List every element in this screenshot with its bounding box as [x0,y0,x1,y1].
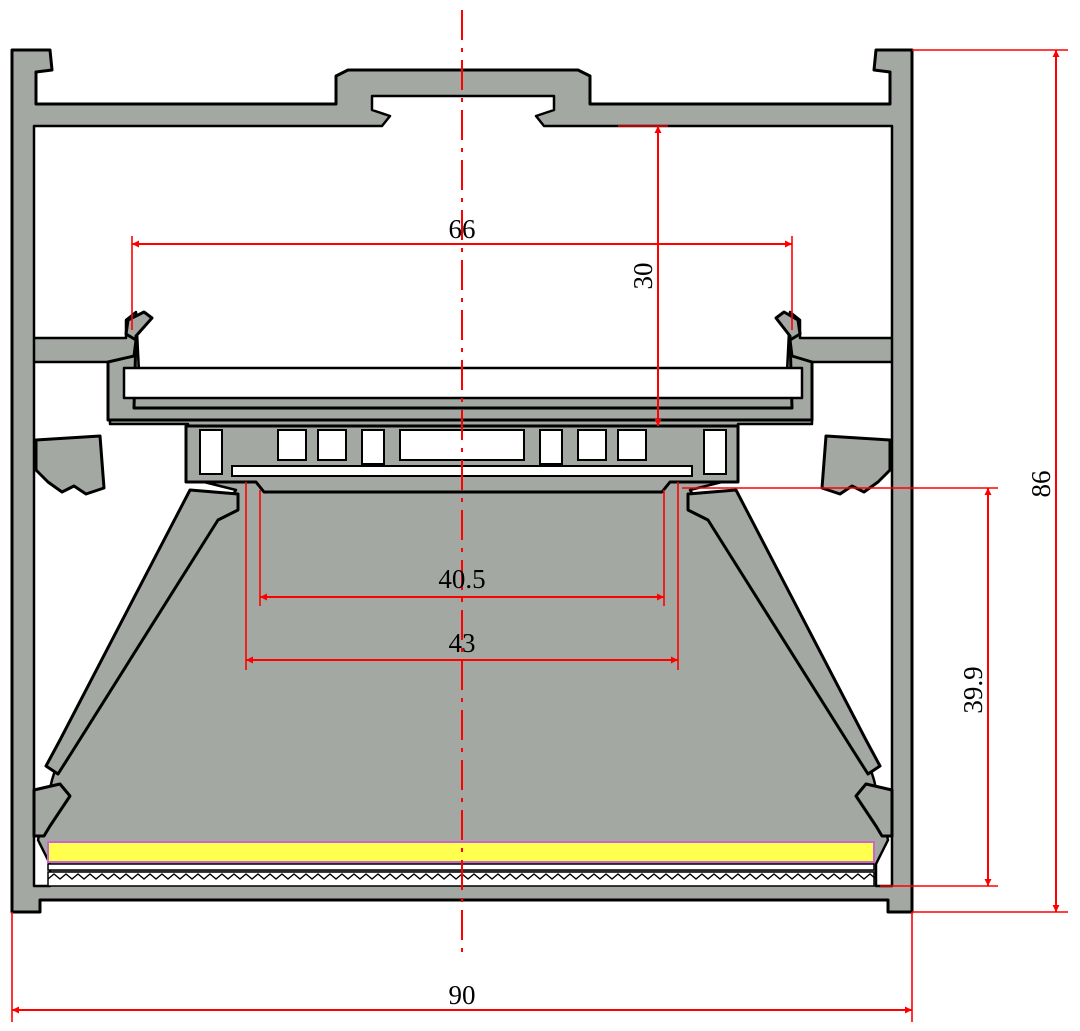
label-40-5: 40.5 [438,564,485,594]
dimension-lines [11,49,1068,1022]
screw-slot-1 [199,429,223,475]
fin-slot-4 [577,429,607,461]
fin-slot-5 [617,429,647,461]
left-clip [34,434,106,496]
screw-slot-2 [361,429,385,465]
label-90: 90 [449,980,476,1010]
fin-slot-1 [277,429,307,461]
fin-slot-2 [317,429,347,461]
label-39-9: 39.9 [958,666,988,713]
label-30: 30 [628,263,658,290]
led-strip [47,841,875,863]
right-clip [820,434,892,496]
left-arm [44,488,240,776]
right-arm [686,488,882,776]
label-43: 43 [449,628,476,658]
right-bottom-clip [854,782,894,838]
left-bottom-clip [32,782,72,838]
gear-tray [106,310,814,422]
dimension-labels: 66 40.5 43 90 30 39.9 86 [438,214,1056,1010]
inner-cavity [32,94,894,888]
label-86: 86 [1026,471,1056,498]
screw-slot-4 [703,429,727,475]
label-66: 66 [449,214,476,244]
screw-slot-3 [539,429,563,465]
